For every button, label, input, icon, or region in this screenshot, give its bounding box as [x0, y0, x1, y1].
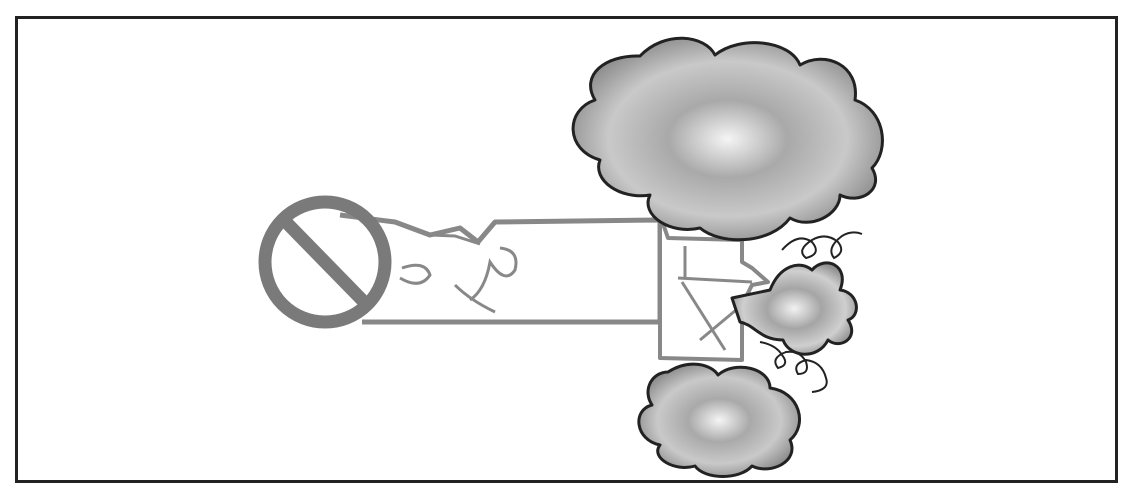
smoke-swirl-bottom	[759, 341, 828, 393]
smoke-cloud-bottom	[637, 362, 801, 478]
smoke-cloud-large	[571, 36, 884, 242]
smoke-swirl-top	[781, 231, 863, 260]
prohibition-icon	[258, 195, 392, 329]
smoke-cloud-small	[730, 261, 858, 356]
